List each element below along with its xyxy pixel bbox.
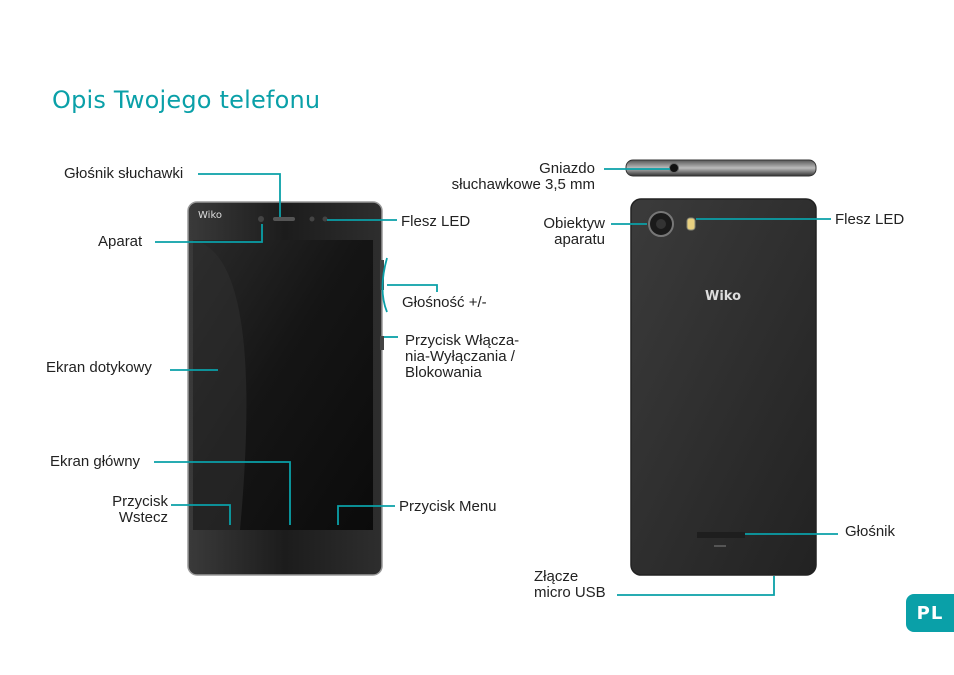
callout-lines <box>154 168 838 596</box>
headphone-jack <box>669 163 679 173</box>
label-rear-lens: Obiektyw aparatu <box>543 215 605 248</box>
label-power: Przycisk Włącza- nia-Wyłączania / Blokow… <box>405 332 520 381</box>
label-headphone-jack: Gniazdo słuchawkowe 3,5 mm <box>451 160 595 193</box>
front-camera-dot <box>258 216 264 222</box>
speaker-grille <box>697 532 745 538</box>
label-camera: Aparat <box>98 233 143 250</box>
label-earpiece: Głośnik słuchawki <box>64 165 184 182</box>
label-usb: Złącze micro USB <box>534 568 606 601</box>
label-back-button: Przycisk Wstecz <box>112 493 168 526</box>
back-logo: Wiko <box>705 289 742 304</box>
label-touchscreen: Ekran dotykowy <box>46 359 152 376</box>
label-home-screen: Ekran główny <box>50 453 141 470</box>
label-flash-back: Flesz LED <box>835 211 905 228</box>
label-menu-button: Przycisk Menu <box>399 498 497 515</box>
rear-flash <box>686 217 696 231</box>
label-volume: Głośność +/- <box>402 294 487 311</box>
phone-top-edge <box>625 159 817 177</box>
label-flash-front: Flesz LED <box>401 213 471 230</box>
label-speaker: Głośnik <box>845 523 896 540</box>
language-badge: PL <box>906 594 954 632</box>
back-phone <box>630 198 817 576</box>
front-phone <box>187 201 384 576</box>
page-title: Opis Twojego telefonu <box>52 86 321 114</box>
earpiece-grille <box>273 217 295 221</box>
front-logo: Wiko <box>198 210 222 221</box>
